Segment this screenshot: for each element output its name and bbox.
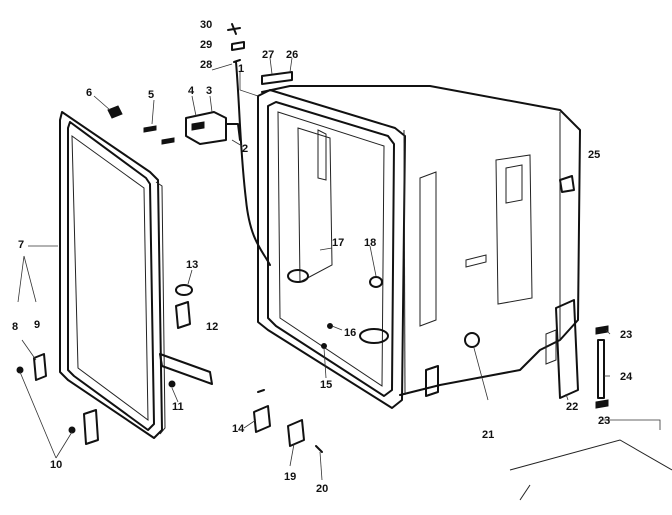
callout-2: 2 [242, 143, 248, 155]
callout-24: 24 [620, 371, 633, 383]
callout-16: 16 [344, 327, 356, 339]
callout-17: 17 [332, 237, 344, 249]
callout-labels: 30 29 28 27 26 1 6 5 4 3 2 25 7 17 18 13… [12, 19, 633, 495]
callout-1: 1 [238, 63, 244, 75]
callout-13: 13 [186, 259, 198, 271]
callout-20: 20 [316, 483, 328, 495]
callout-21: 21 [482, 429, 494, 441]
callout-18: 18 [364, 237, 376, 249]
callout-6: 6 [86, 87, 92, 99]
callout-30: 30 [200, 19, 212, 31]
callout-27: 27 [262, 49, 274, 61]
callout-19: 19 [284, 471, 296, 483]
callout-3: 3 [206, 85, 212, 97]
callout-8: 8 [12, 321, 18, 333]
small-parts [16, 23, 672, 501]
callout-10: 10 [50, 459, 62, 471]
leader-lines [17, 57, 661, 481]
callout-23-upper: 23 [620, 329, 632, 341]
callout-15: 15 [320, 379, 332, 391]
callout-23-lower: 23 [598, 415, 610, 427]
callout-29: 29 [200, 39, 212, 51]
callout-5: 5 [148, 89, 154, 101]
callout-12: 12 [206, 321, 218, 333]
callout-25: 25 [588, 149, 600, 161]
callout-26: 26 [286, 49, 298, 61]
callout-4: 4 [188, 85, 195, 97]
callout-22: 22 [566, 401, 578, 413]
callout-11: 11 [172, 401, 184, 413]
callout-28: 28 [200, 59, 212, 71]
fill-hose [235, 61, 271, 266]
callout-9: 9 [34, 319, 40, 331]
tub-cabinet [257, 85, 581, 409]
door-liner-frame [59, 111, 166, 439]
callout-7: 7 [18, 239, 24, 251]
callout-14: 14 [232, 423, 245, 435]
